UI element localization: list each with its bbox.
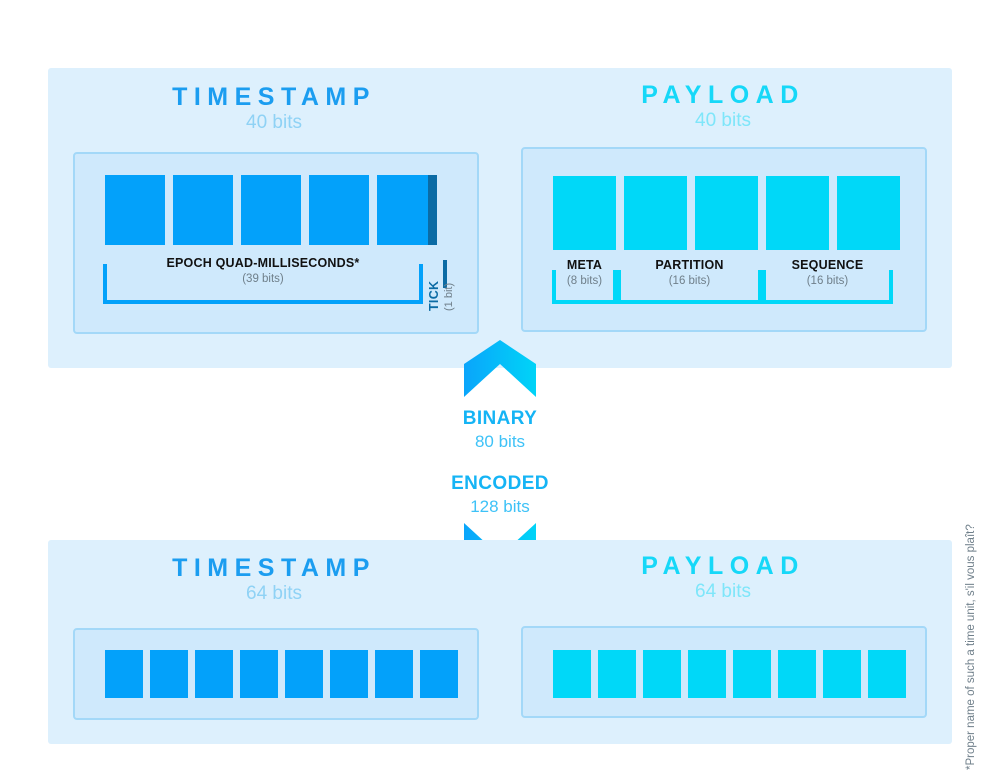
encoded-timestamp-title: TIMESTAMP — [172, 554, 376, 582]
encoded-timestamp-bits: 64 bits — [246, 583, 302, 605]
byte-block — [643, 650, 681, 698]
binary-summary-title: BINARY — [462, 408, 538, 429]
meta-field-name: META — [566, 258, 603, 272]
sequence-field-name: SEQUENCE — [791, 258, 864, 272]
binary-timestamp-blocks — [105, 175, 437, 245]
encoded-payload-heading: PAYLOAD 64 bits — [523, 553, 923, 605]
byte-block — [375, 650, 413, 698]
encoded-summary-label: ENCODED 128 bits — [400, 473, 600, 518]
encoded-summary-bits: 128 bits — [470, 496, 530, 516]
partition-field-bits: (16 bits) — [668, 274, 711, 287]
tick-field-name: TICK — [427, 280, 441, 311]
meta-bracket — [552, 270, 617, 304]
partition-field-label: PARTITION (16 bits) — [617, 258, 762, 289]
byte-block — [778, 650, 816, 698]
encoded-payload-bits: 64 bits — [695, 581, 751, 603]
footnote-text: *Proper name of such a time unit, s'il v… — [965, 524, 977, 770]
encoded-payload-blocks — [553, 650, 906, 698]
byte-block — [598, 650, 636, 698]
sequence-field-bits: (16 bits) — [806, 274, 849, 287]
byte-block — [173, 175, 233, 245]
sequence-field-label: SEQUENCE (16 bits) — [762, 258, 893, 289]
byte-block-body — [377, 175, 428, 245]
binary-payload-heading: PAYLOAD 40 bits — [523, 82, 923, 134]
epoch-bracket — [103, 264, 423, 304]
byte-block — [823, 650, 861, 698]
binary-payload-bits: 40 bits — [695, 110, 751, 132]
tick-field-bits: (1 bit) — [443, 282, 455, 311]
binary-summary-bits: 80 bits — [474, 431, 526, 451]
binary-summary-label: BINARY 80 bits — [400, 408, 600, 453]
encoded-timestamp-heading: TIMESTAMP 64 bits — [74, 555, 474, 607]
encoded-payload-title: PAYLOAD — [641, 552, 805, 580]
byte-block — [624, 176, 687, 250]
byte-block-with-tick — [377, 175, 437, 245]
byte-block — [105, 650, 143, 698]
encoded-timestamp-blocks — [105, 650, 458, 698]
byte-block — [309, 175, 369, 245]
partition-bracket — [617, 270, 762, 304]
epoch-field-bits: (39 bits) — [242, 272, 284, 285]
byte-block — [330, 650, 368, 698]
binary-timestamp-bits: 40 bits — [246, 112, 302, 134]
binary-payload-blocks — [553, 176, 900, 250]
encoded-summary-title: ENCODED — [451, 473, 549, 494]
byte-block — [868, 650, 906, 698]
byte-block — [420, 650, 458, 698]
byte-block — [241, 175, 301, 245]
partition-field-name: PARTITION — [655, 258, 724, 272]
binary-payload-title: PAYLOAD — [641, 81, 805, 109]
byte-block — [553, 650, 591, 698]
byte-block — [695, 176, 758, 250]
sequence-bracket — [762, 270, 893, 304]
tick-bit-block — [428, 175, 437, 245]
byte-block — [733, 650, 771, 698]
binary-timestamp-heading: TIMESTAMP 40 bits — [74, 84, 474, 136]
byte-block — [195, 650, 233, 698]
byte-block — [553, 176, 616, 250]
byte-block — [837, 176, 900, 250]
meta-field-bits: (8 bits) — [566, 274, 603, 287]
byte-block — [150, 650, 188, 698]
byte-block — [240, 650, 278, 698]
byte-block — [105, 175, 165, 245]
binary-timestamp-title: TIMESTAMP — [172, 83, 376, 111]
epoch-field-label: EPOCH QUAD-MILLISECONDS* (39 bits) — [103, 256, 423, 287]
tick-marker-line — [443, 260, 447, 288]
byte-block — [766, 176, 829, 250]
byte-block — [285, 650, 323, 698]
byte-block — [688, 650, 726, 698]
meta-field-label: META (8 bits) — [552, 258, 617, 289]
epoch-field-name: EPOCH QUAD-MILLISECONDS* — [166, 256, 360, 270]
tick-field-label: TICK (1 bit) — [427, 265, 466, 311]
